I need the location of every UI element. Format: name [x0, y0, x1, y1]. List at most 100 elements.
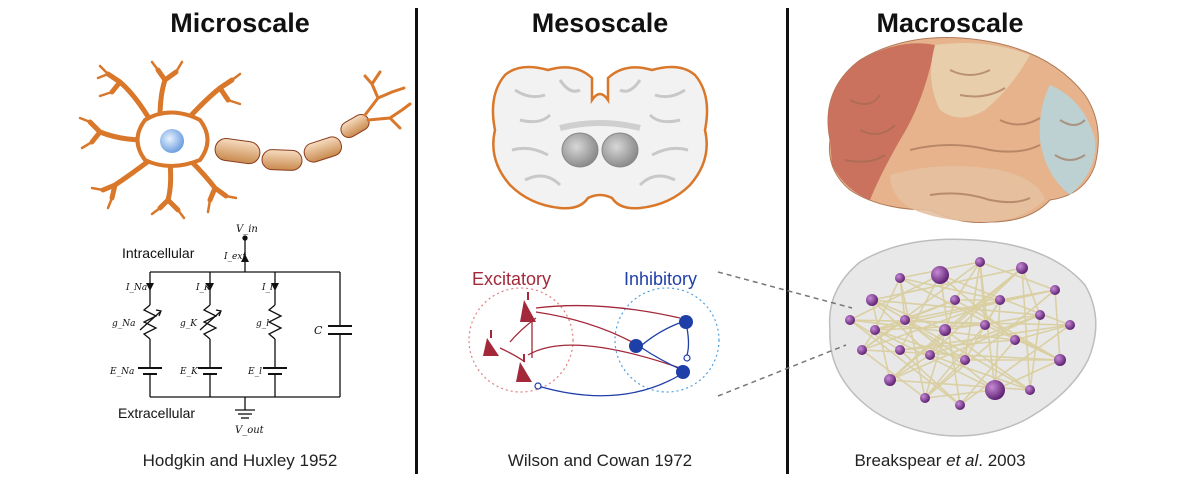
macroscale-citation: Breakspear et al. 2003 — [810, 451, 1070, 471]
macroscale-title: Macroscale — [876, 8, 1024, 38]
connectome-node — [900, 315, 910, 325]
connectome-node — [884, 374, 896, 386]
connectome-edge — [849, 319, 961, 406]
connectome-edge — [889, 354, 931, 381]
connectome-edge — [1029, 314, 1041, 391]
connectome-edge — [889, 314, 1041, 381]
connectome-edge — [929, 354, 1031, 391]
inhibitory-label: Inhibitory — [624, 269, 697, 289]
connectome-edge — [1021, 267, 1041, 316]
i-na-label: I_Na — [125, 283, 147, 293]
connectome-node — [870, 325, 880, 335]
mesoscale-title: Mesoscale — [531, 8, 669, 38]
g-l-label: g_l — [256, 319, 269, 329]
connectome-edge — [979, 261, 1056, 291]
e-k-label: E_K — [179, 367, 199, 377]
connectome-edge — [904, 319, 966, 361]
excitatory-label: Excitatory — [472, 269, 551, 289]
connectome-node — [939, 324, 951, 336]
connectome-node — [950, 295, 960, 305]
e-na-label: E_Na — [109, 367, 134, 377]
intracellular-label: Intracellular — [122, 245, 195, 261]
connectome-edge — [944, 314, 1041, 331]
connectome-node — [980, 320, 990, 330]
capacitor-label: C — [314, 324, 323, 337]
connectome-node — [845, 315, 855, 325]
connectome-node — [1054, 354, 1066, 366]
connectome-edge — [994, 299, 1001, 391]
branch-na — [138, 272, 162, 397]
branch-k — [198, 272, 222, 397]
connectome-edge — [871, 267, 1023, 301]
excitatory-neuron — [520, 300, 536, 322]
connectome-edge — [874, 329, 966, 361]
connectome-node — [895, 345, 905, 355]
connectome-node — [857, 345, 867, 355]
connectome-edge — [994, 359, 1061, 391]
cortex-render — [827, 37, 1099, 223]
connectome-edge — [944, 267, 1023, 331]
connectome-node — [1035, 310, 1045, 320]
connectome-node — [931, 266, 949, 284]
i-k-label: I_K — [195, 283, 212, 293]
inhibitory-neuron — [629, 339, 643, 353]
divider-left — [415, 8, 418, 474]
connectome-edge — [899, 277, 906, 321]
connectome-edge — [849, 319, 1071, 326]
extracellular-label: Extracellular — [118, 405, 195, 421]
i-l-label: I_l — [261, 283, 273, 293]
connectome-node — [985, 380, 1005, 400]
branch-leak — [263, 272, 287, 397]
e-l-label: E_l — [247, 367, 262, 377]
connectome-edge — [889, 329, 946, 381]
connectome-edge — [924, 389, 996, 399]
mesoscale-citation: Wilson and Cowan 1972 — [507, 451, 693, 470]
connectome-node — [1050, 285, 1060, 295]
citation-etal: et al — [946, 451, 979, 470]
hh-circuit — [138, 235, 352, 419]
divider-right — [786, 8, 789, 474]
connectome-node — [955, 400, 965, 410]
branch-capacitor — [328, 272, 352, 397]
connectome-node — [960, 355, 970, 365]
microscale-title: Microscale — [170, 8, 310, 38]
axon-myelin — [214, 114, 370, 171]
connectome-edge — [889, 379, 1031, 391]
connectome-node — [975, 257, 985, 267]
connectome-edge — [979, 261, 986, 326]
connectome-node — [895, 273, 905, 283]
citation-author: Breakspear — [854, 451, 947, 470]
connectome-edge — [1021, 267, 1031, 391]
scale-link-lines — [717, 271, 853, 397]
connectome-edge — [871, 299, 891, 381]
inhibitory-neuron — [676, 365, 690, 379]
connectome-edge — [849, 274, 941, 321]
excitatory-neuron — [516, 362, 532, 382]
connectome-edge — [964, 299, 1001, 361]
connectome — [828, 238, 1097, 437]
connectome-edge — [874, 299, 956, 331]
soma-nucleus — [160, 129, 184, 153]
connectome-edge — [861, 349, 926, 399]
connectome-edge — [1014, 324, 1071, 341]
connectome-edge — [944, 329, 1031, 391]
connectome-edge — [924, 359, 966, 399]
connectome-edge — [924, 289, 1056, 399]
v-out-label: V_out — [235, 425, 265, 436]
connectome-node — [1010, 335, 1020, 345]
g-k-label: g_K — [180, 319, 198, 329]
connectome-node — [866, 294, 878, 306]
connectome-node — [1016, 262, 1028, 274]
neuron-illustration — [78, 60, 412, 220]
citation-year: . 2003 — [978, 451, 1026, 470]
coronal-slice — [491, 65, 709, 210]
connectome-edge — [899, 349, 961, 406]
connectome-node — [925, 350, 935, 360]
connectome-edge — [874, 324, 986, 331]
connectome-node — [1065, 320, 1075, 330]
connectome-edge — [959, 339, 1016, 406]
connectome-edge — [899, 277, 1061, 361]
connectome-edge — [904, 319, 986, 326]
connectome-edge — [849, 319, 1016, 341]
